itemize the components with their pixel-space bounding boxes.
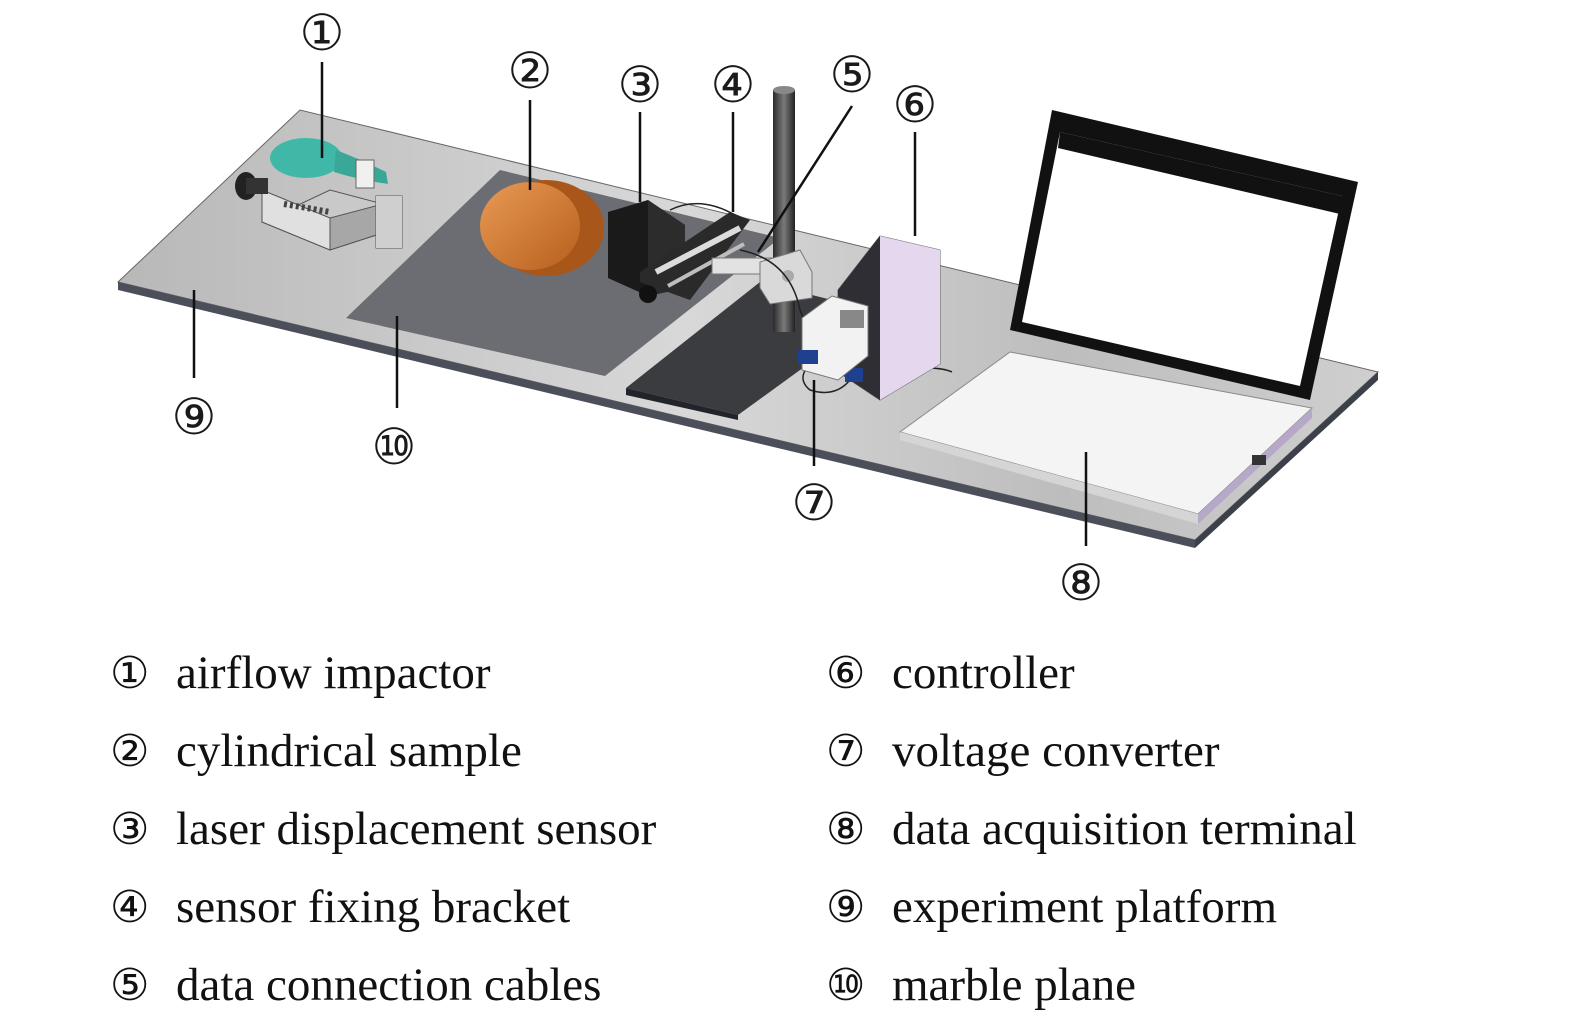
legend-label: airflow impactor [176,647,491,699]
legend-label: cylindrical sample [176,725,522,777]
legend-label: marble plane [892,959,1137,1011]
legend-label: sensor fixing bracket [176,881,571,933]
legend-number: ⑩ [826,959,866,1011]
legend-label: data connection cables [176,959,602,1011]
legend-number: ③ [110,803,150,855]
legend-column-right: ⑥ controller ⑦ voltage converter ⑧ data … [826,634,1357,1024]
legend-number: ⑥ [826,647,866,699]
legend-number: ⑨ [826,881,866,933]
data-acquisition-terminal [898,110,1358,524]
legend-item: ⑩ marble plane [826,946,1357,1024]
legend-column-left: ① airflow impactor ② cylindrical sample … [110,634,656,1024]
legend-item: ⑥ controller [826,634,1357,712]
experiment-setup-diagram: ① ② ③ ④ ⑤ ⑥ ⑦ ⑧ ⑨ ⑩ [116,4,1380,612]
impactor-bulb [270,138,342,178]
legend-item: ⑧ data acquisition terminal [826,790,1357,868]
legend-number: ⑤ [110,959,150,1011]
callout-7: ⑦ [792,474,837,532]
legend-item: ⑨ experiment platform [826,868,1357,946]
leader-lines [192,62,1088,546]
legend-item: ③ laser displacement sensor [110,790,656,868]
legend-number: ⑧ [826,803,866,855]
legend-label: laser displacement sensor [176,803,657,855]
legend-item: ② cylindrical sample [110,712,656,790]
legend-label: voltage converter [892,725,1220,777]
callout-2: ② [508,42,553,100]
legend-number: ④ [110,881,150,933]
legend-number: ① [110,647,150,699]
callout-10: ⑩ [372,418,417,476]
callout-numbers: ① ② ③ ④ ⑤ ⑥ ⑦ ⑧ ⑨ ⑩ [172,4,1104,612]
legend-number: ② [110,725,150,777]
legend-label: data acquisition terminal [892,803,1357,855]
legend-label: controller [892,647,1075,699]
callout-9: ⑨ [172,388,217,446]
voltage-converter [798,295,869,381]
callout-6: ⑥ [893,76,938,134]
callout-4: ④ [711,56,756,114]
legend: ① airflow impactor ② cylindrical sample … [0,620,1575,1020]
legend-item: ⑦ voltage converter [826,712,1357,790]
callout-3: ③ [618,56,663,114]
callout-8: ⑧ [1059,554,1104,612]
callout-1: ① [300,4,345,62]
legend-number: ⑦ [826,725,866,777]
legend-item: ① airflow impactor [110,634,656,712]
callout-5: ⑤ [830,46,875,104]
legend-label: experiment platform [892,881,1277,933]
cylindrical-sample [480,180,604,276]
legend-item: ⑤ data connection cables [110,946,656,1024]
airflow-impactor [235,138,403,251]
legend-item: ④ sensor fixing bracket [110,868,656,946]
sensor-fixing-bracket [640,212,779,300]
